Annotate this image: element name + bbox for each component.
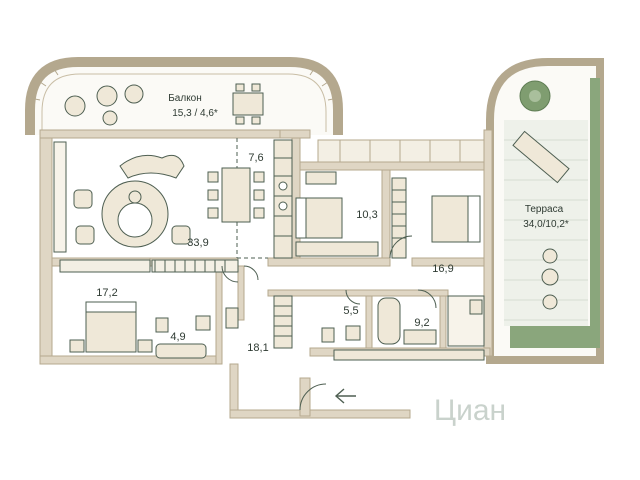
terrace-area: 34,0/10,2* <box>523 219 569 230</box>
chair-icon <box>251 116 261 125</box>
room-area-bath-right: 9,2 <box>414 317 429 329</box>
plant-icon <box>64 95 86 117</box>
desk <box>305 171 337 185</box>
planter <box>510 326 600 348</box>
chair-icon <box>253 171 265 183</box>
bath-left-fixtures <box>155 315 211 359</box>
sink-icon <box>345 325 361 341</box>
hall-furniture <box>225 295 485 361</box>
wardrobe <box>295 241 379 257</box>
balcony-area: 15,3 / 4,6* <box>172 108 218 119</box>
hall-cabinet <box>225 307 239 329</box>
window-strip <box>317 139 485 163</box>
planter <box>590 78 600 348</box>
armchair-icon <box>96 85 118 107</box>
watermark: Циан <box>434 394 506 427</box>
arrow-left-icon <box>334 388 356 404</box>
hall-wardrobe <box>273 295 293 349</box>
armchair-icon <box>171 225 191 245</box>
room-area-hall: 18,1 <box>247 342 268 354</box>
living-furniture <box>53 141 265 253</box>
room-area-living: 33,9 <box>187 237 208 249</box>
chair-icon <box>253 207 265 219</box>
room-labels: 33,9 7,6 17,2 4,9 18,1 5,5 9,2 10,3 16,9 <box>96 152 453 354</box>
armchair-icon <box>102 110 118 126</box>
bathtub-icon <box>155 343 207 359</box>
room-area-bath-left: 4,9 <box>170 331 185 343</box>
sofa-icon <box>119 154 185 179</box>
balcony-name: Балкон <box>168 93 202 104</box>
double-sink <box>403 329 437 345</box>
terrace-name: Терраса <box>525 204 564 215</box>
long-cabinet <box>333 349 485 361</box>
nightstand <box>69 339 85 353</box>
toilet-icon <box>195 315 211 331</box>
bath-right-fixtures <box>377 295 485 347</box>
chair-icon <box>542 248 558 264</box>
balcony-table <box>232 92 264 116</box>
kitchen-units <box>273 139 293 259</box>
room-area-bedroom-right: 16,9 <box>432 263 453 275</box>
shower <box>447 295 485 347</box>
chair-icon <box>235 83 245 92</box>
bedroom-left-furniture <box>69 301 153 353</box>
nightstand <box>137 339 153 353</box>
room-area-bedroom-left: 17,2 <box>96 287 117 299</box>
chair-icon <box>207 189 219 201</box>
wardrobe-strip <box>59 259 239 273</box>
balcony: Балкон 15,3 / 4,6* <box>25 57 343 135</box>
chair-icon <box>253 189 265 201</box>
doors <box>221 235 437 411</box>
room-area-kitchen: 7,6 <box>248 152 263 164</box>
walls <box>39 129 493 419</box>
room-area-wc: 5,5 <box>343 305 358 317</box>
chair-icon <box>251 83 261 92</box>
table-icon <box>541 268 559 286</box>
room-area-bedroom-small: 10,3 <box>356 209 377 221</box>
toilet-icon <box>469 299 483 315</box>
chair-icon <box>207 171 219 183</box>
chair-icon <box>235 116 245 125</box>
chair-icon <box>207 207 219 219</box>
dining-table <box>221 167 251 223</box>
toilet-icon <box>321 327 335 343</box>
armchair-icon <box>73 189 93 209</box>
terrace: Терраса 34,0/10,2* <box>486 58 604 364</box>
sink-icon <box>155 317 169 333</box>
sunbed-icon <box>512 130 570 184</box>
bathtub-icon <box>377 297 401 345</box>
chair-icon <box>542 294 558 310</box>
wc-fixtures <box>321 325 361 343</box>
bedroom-small-furniture <box>295 171 379 257</box>
armchair-icon <box>75 225 95 245</box>
bedroom-right-furniture <box>391 177 481 259</box>
armchair-icon <box>124 84 144 104</box>
